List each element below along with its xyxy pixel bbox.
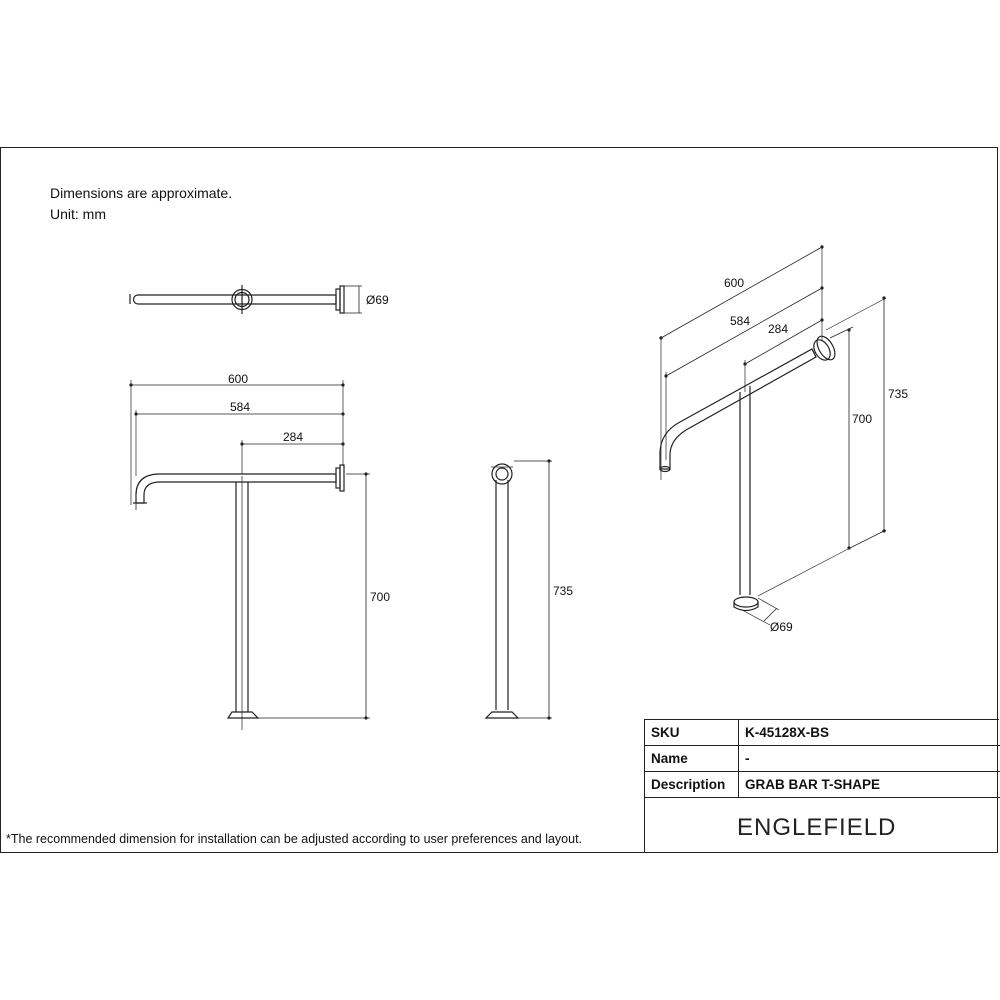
iso-dim-284-line	[744, 319, 823, 365]
front-dim-600-label: 600	[228, 372, 248, 386]
title-row-name: Name -	[645, 746, 1000, 772]
drawing-sheet-border	[0, 147, 998, 853]
front-dim-284-label: 284	[283, 430, 303, 444]
top-view-dia-label: Ø69	[366, 293, 389, 307]
name-label: Name	[651, 751, 688, 766]
side-view-flange	[491, 463, 513, 485]
sku-label: SKU	[651, 725, 680, 740]
side-view-leg	[495, 480, 509, 710]
front-dim-700-label: 700	[370, 590, 390, 604]
iso-view-wall-plate	[816, 335, 836, 361]
brand-logo-text: ENGLEFIELD	[737, 814, 897, 841]
sku-value: K-45128X-BS	[745, 725, 830, 740]
top-view: Ø69	[129, 285, 389, 314]
title-row-sku: SKU K-45128X-BS	[645, 720, 1000, 746]
note-unit: Unit: mm	[50, 206, 106, 222]
title-block: SKU K-45128X-BS Name - Description GRAB …	[644, 719, 1000, 853]
front-view-wall-plate	[339, 464, 345, 492]
note-approximate: Dimensions are approximate.	[50, 185, 233, 201]
top-view-bar	[132, 294, 337, 305]
iso-view-leg	[739, 386, 751, 595]
title-row-description: Description GRAB BAR T-SHAPE	[645, 772, 1000, 798]
iso-dim-584-line	[665, 287, 823, 377]
iso-view-floor-flange	[733, 596, 759, 608]
iso-dim-600-label: 600	[724, 276, 744, 290]
front-view-floor-flange	[226, 710, 260, 719]
side-view: 735	[484, 459, 573, 720]
name-value: -	[745, 751, 750, 766]
description-label: Description	[651, 777, 726, 792]
iso-dim-dia-label: Ø69	[770, 620, 793, 634]
side-view-flange-inner	[495, 467, 509, 481]
front-view-vertical-leg	[235, 482, 249, 710]
iso-dim-284-label: 284	[768, 322, 788, 336]
description-value: GRAB BAR T-SHAPE	[745, 777, 881, 792]
front-view: 600 584 284 700	[129, 372, 390, 730]
front-dim-584-label: 584	[230, 400, 250, 414]
installation-footnote: *The recommended dimension for installat…	[6, 832, 583, 846]
iso-dim-584-label: 584	[730, 314, 750, 328]
iso-view: 600 584 284 700 735 Ø69	[659, 245, 908, 634]
side-dim-735-label: 735	[553, 584, 573, 598]
side-view-floor-flange	[484, 711, 520, 719]
title-block-divider	[738, 720, 739, 798]
iso-dim-600-line	[660, 246, 823, 339]
iso-dim-735-label: 735	[888, 387, 908, 401]
iso-view-top-bar	[659, 348, 817, 470]
iso-dim-700-label: 700	[852, 412, 872, 426]
top-view-wall-plate	[339, 285, 345, 314]
